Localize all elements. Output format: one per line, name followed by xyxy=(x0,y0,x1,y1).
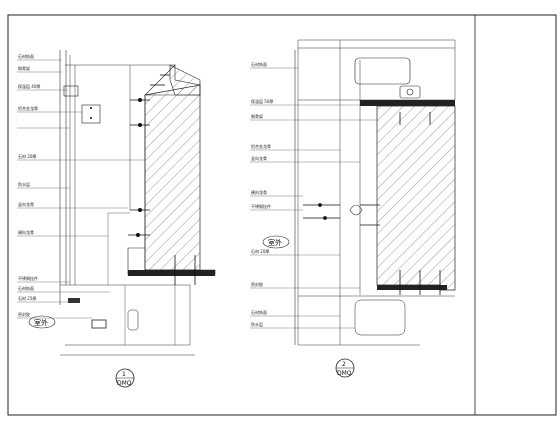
leader-label: 密封胶 xyxy=(18,311,30,317)
leader-label: 石材 20厚 xyxy=(18,153,36,159)
exterior-tag: 室外 xyxy=(268,238,282,247)
leader-label: 横向龙骨 xyxy=(251,189,267,195)
leader-label: 铝合金龙骨 xyxy=(251,143,271,149)
leader-label: 竖向龙骨 xyxy=(18,201,34,207)
leader-label: 钢骨架 xyxy=(18,65,30,71)
leader-label: 不锈钢挂件 xyxy=(251,203,271,209)
callout-sheet: DMQ xyxy=(117,380,132,387)
leader-label: 石材饰面 xyxy=(251,61,267,67)
leader-label: 密封胶 xyxy=(251,281,263,287)
leader-label: 竖向龙骨 xyxy=(251,155,267,161)
leader-label: 铝合金龙骨 xyxy=(18,105,38,111)
leader-label: 石材饰面 xyxy=(18,53,34,59)
leader-label: 石材 20厚 xyxy=(251,248,269,254)
callout-number: 2 xyxy=(342,361,346,368)
section-detail-1: 石材饰面 钢骨架 保温层 40厚 铝合金龙骨 石材 20厚 防水层 竖向龙骨 横… xyxy=(17,50,216,388)
leader-label: 防水层 xyxy=(18,181,30,187)
sheet-frame xyxy=(7,14,557,416)
exterior-tag-outline xyxy=(28,315,56,329)
callout-sheet: DMQ xyxy=(337,370,352,377)
leader-label: 钢骨架 xyxy=(251,113,263,119)
concrete-wall-2 xyxy=(376,105,456,291)
leader-label: 横向龙骨 xyxy=(18,229,34,235)
leader-label: 石材饰面 xyxy=(251,309,267,315)
callout-number: 1 xyxy=(122,371,126,378)
section-detail-2: 石材饰面 保温层 50厚 钢骨架 铝合金龙骨 竖向龙骨 横向龙骨 不锈钢挂件 石… xyxy=(250,39,456,378)
leader-label: 防水层 xyxy=(251,321,263,327)
exterior-tag-outline xyxy=(262,235,290,249)
leader-label: 不锈钢挂件 xyxy=(18,275,38,281)
leader-label: 石材 25厚 xyxy=(18,295,36,301)
leader-label: 保温层 50厚 xyxy=(251,98,273,104)
leader-label: 保温层 40厚 xyxy=(18,83,40,89)
leader-label: 石材饰面 xyxy=(18,285,34,291)
exterior-tag: 室外 xyxy=(34,318,48,327)
